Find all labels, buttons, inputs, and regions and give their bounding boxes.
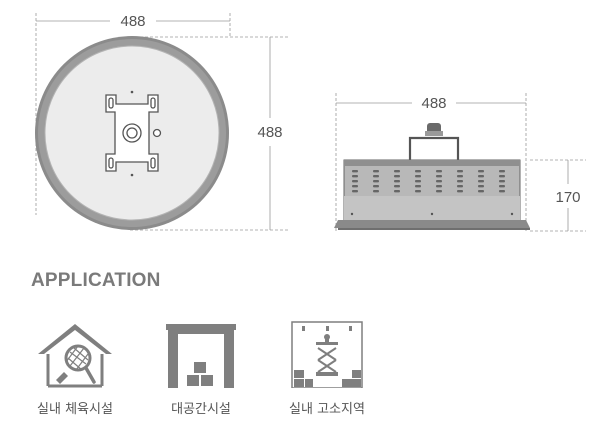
- vent-slot: [457, 190, 463, 193]
- cooling-fins: [352, 170, 505, 193]
- high-ceiling-icon: [291, 321, 363, 388]
- vent-slot: [352, 180, 358, 183]
- application-title: APPLICATION: [31, 270, 161, 291]
- round-height-label: 488: [257, 124, 282, 141]
- large-space-icon: [166, 324, 236, 388]
- application-item-indoor-sports: 실내 체육시설: [20, 320, 130, 417]
- vent-slot: [373, 180, 379, 183]
- application-label: 대공간시설: [171, 402, 231, 417]
- vent-slot: [394, 170, 400, 173]
- technical-drawing: 488 488 488 1: [35, 13, 586, 233]
- vent-slot: [436, 185, 442, 188]
- hanging-hook: [408, 123, 460, 160]
- application-label: 실내 고소지역: [289, 402, 365, 417]
- vent-slot: [415, 170, 421, 173]
- vent-slot: [478, 190, 484, 193]
- vent-slot: [478, 175, 484, 178]
- vent-slot: [415, 185, 421, 188]
- indoor-sports-icon: [38, 324, 112, 388]
- side-width-label: 488: [421, 95, 446, 112]
- vent-slot: [478, 170, 484, 173]
- vent-slot: [436, 190, 442, 193]
- vent-slot: [436, 175, 442, 178]
- vent-slot: [373, 170, 379, 173]
- side-view: 488 170: [334, 93, 586, 233]
- vent-slot: [373, 185, 379, 188]
- mounting-bracket: [105, 94, 162, 172]
- vent-slot: [394, 185, 400, 188]
- vent-slot: [499, 170, 505, 173]
- vent-slot: [352, 170, 358, 173]
- vent-slot: [499, 175, 505, 178]
- application-label: 실내 체육시설: [37, 402, 113, 417]
- vent-slot: [457, 185, 463, 188]
- application-item-large-space: 대공간시설: [146, 320, 256, 417]
- vent-slot: [373, 175, 379, 178]
- application-item-high-ceiling: 실내 고소지역: [272, 320, 382, 417]
- fixture-base: [334, 220, 530, 228]
- vent-slot: [499, 190, 505, 193]
- vent-slot: [457, 175, 463, 178]
- vent-slot: [457, 180, 463, 183]
- vent-slot: [478, 185, 484, 188]
- vent-slot: [499, 185, 505, 188]
- vent-slot: [478, 180, 484, 183]
- vent-slot: [352, 185, 358, 188]
- top-view: 488 488: [35, 13, 290, 231]
- vent-slot: [457, 170, 463, 173]
- vent-slot: [352, 190, 358, 193]
- vent-slot: [436, 180, 442, 183]
- vent-slot: [415, 190, 421, 193]
- vent-slot: [394, 175, 400, 178]
- vent-slot: [415, 175, 421, 178]
- side-height-label: 170: [555, 189, 580, 206]
- vent-slot: [499, 180, 505, 183]
- vent-slot: [415, 180, 421, 183]
- round-width-label: 488: [120, 13, 145, 30]
- vent-slot: [436, 170, 442, 173]
- vent-slot: [373, 190, 379, 193]
- vent-slot: [394, 180, 400, 183]
- vent-slot: [394, 190, 400, 193]
- vent-slot: [352, 175, 358, 178]
